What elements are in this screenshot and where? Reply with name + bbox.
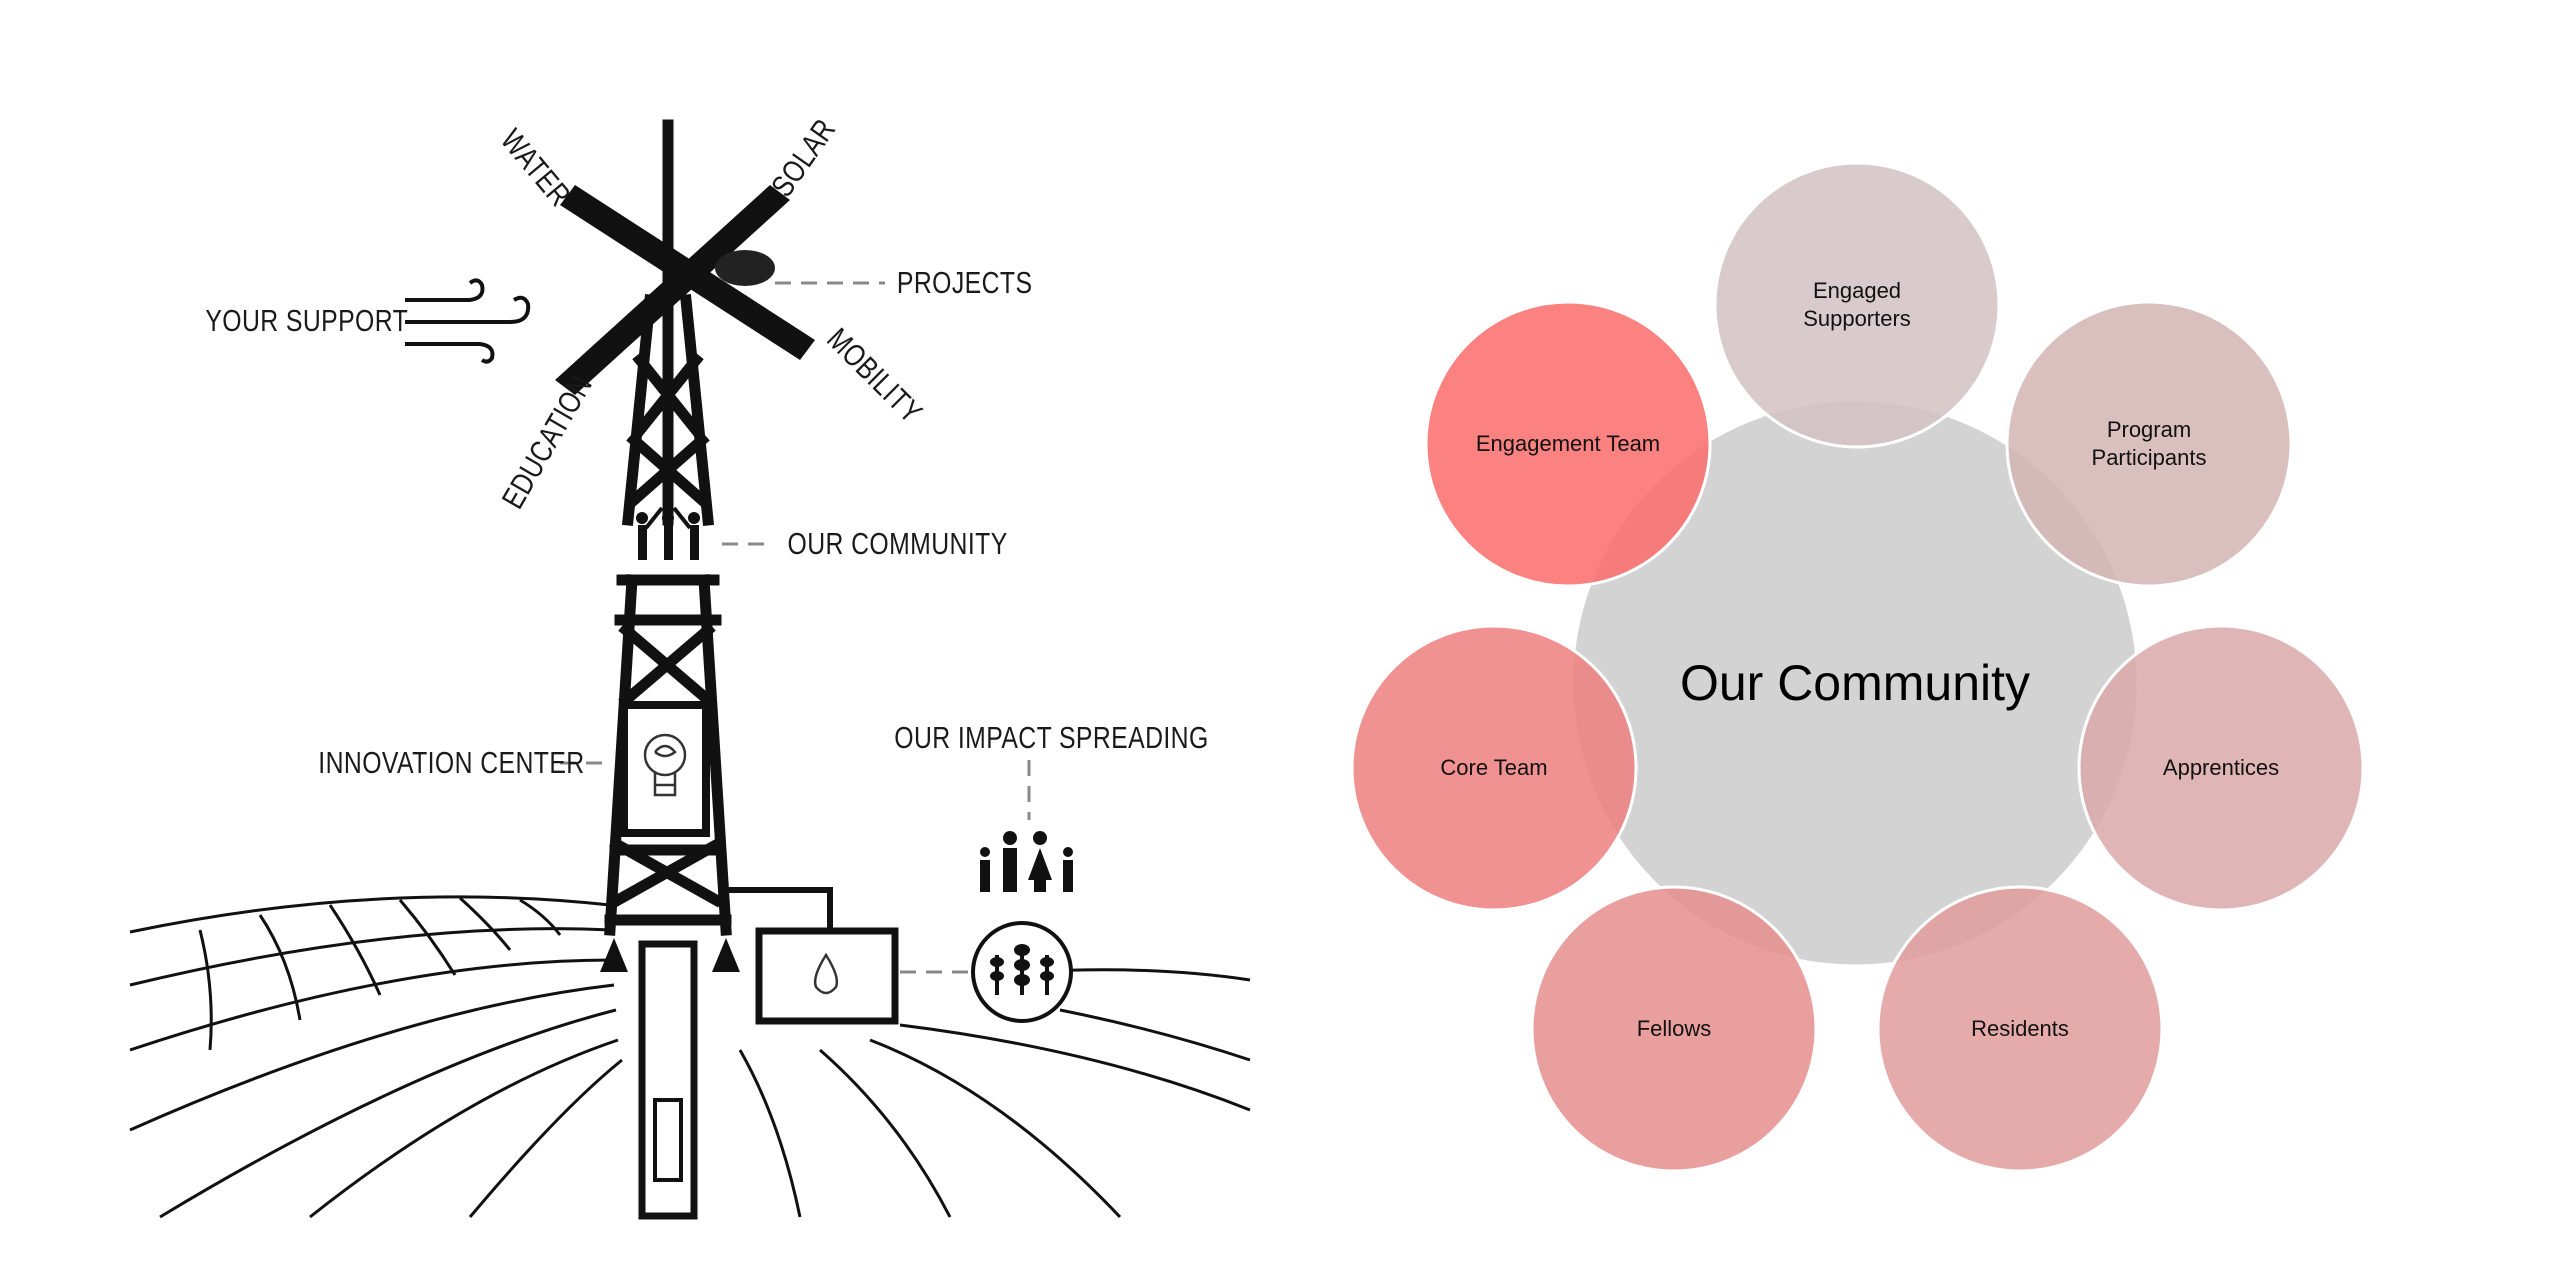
anchor-triangles: [600, 938, 740, 972]
node-label-line: Engagement Team: [1475, 431, 1661, 456]
windmill-blades: [555, 185, 815, 395]
node-label-line: Apprentices: [2162, 755, 2280, 780]
node-label-line: Core Team: [1440, 755, 1548, 780]
innovation-center-box: [620, 701, 710, 837]
node-label-line: Program: [2106, 417, 2192, 442]
node-label-line: Supporters: [1803, 306, 1911, 331]
node-circle-engaged-supporters: [1713, 161, 2001, 449]
node-circle-engagement-team: [1424, 300, 1712, 588]
node-circle-fellows: [1530, 885, 1818, 1173]
leader-lines: [560, 281, 1031, 974]
node-label-line: Fellows: [1636, 1016, 1712, 1041]
label-your-support: YOUR SUPPORT: [205, 303, 409, 338]
field-lines: [129, 895, 1251, 1219]
node-circle-program-participants: [2005, 300, 2293, 588]
center-title: Our Community: [1679, 655, 2031, 711]
node-label-line: Participants: [2091, 445, 2207, 470]
family-icon: [980, 831, 1073, 892]
wind-icon: [405, 278, 531, 364]
node-circle-apprentices: [2077, 624, 2365, 912]
node-circle-core-team: [1350, 624, 1638, 912]
windmill-illustration: [129, 119, 1251, 1220]
lightbulb-brain-icon: [643, 733, 687, 797]
wheat-icon: [990, 944, 1054, 995]
node-label-line: Residents: [1971, 1016, 2069, 1041]
label-projects: PROJECTS: [896, 265, 1033, 300]
water-tank: [755, 927, 899, 1025]
label-innovation-center: INNOVATION CENTER: [318, 745, 585, 780]
well-shaft: [638, 940, 698, 1220]
community-people-icon: [636, 506, 700, 560]
node-label: Fellows: [1554, 1015, 1794, 1043]
node-circle-residents: [1876, 885, 2164, 1173]
node-label: Residents: [1900, 1015, 2140, 1043]
node-label: Core Team: [1374, 754, 1614, 782]
node-label: Apprentices: [2101, 754, 2341, 782]
node-label-line: Engaged: [1812, 278, 1902, 303]
water-drop-icon: [813, 952, 839, 995]
label-our-community: OUR COMMUNITY: [787, 526, 1008, 561]
node-label: Engagement Team: [1448, 430, 1688, 458]
label-our-impact-spreading: OUR IMPACT SPREADING: [894, 720, 1209, 755]
